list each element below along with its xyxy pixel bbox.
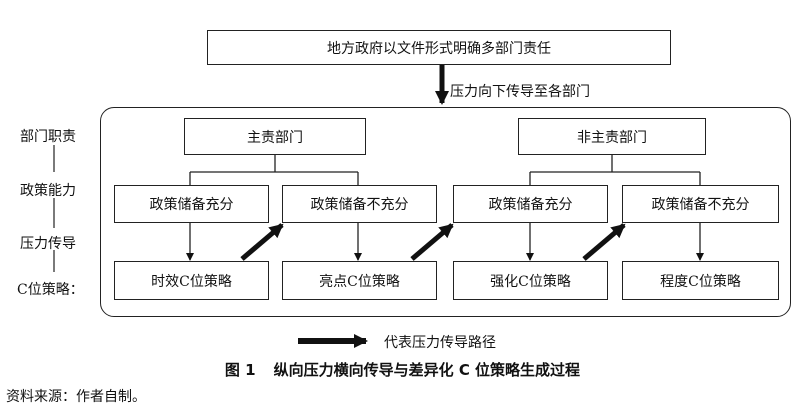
legend-label: 代表压力传导路径 [384, 335, 496, 351]
capacity-box-c: 政策储备充分 [453, 185, 608, 223]
row-label-capacity: 政策能力 [20, 183, 76, 199]
row-label-duty: 部门职责 [20, 129, 76, 145]
strategy-box-b: 亮点C位策略 [282, 261, 437, 300]
main-dept-box: 主责部门 [184, 118, 366, 155]
figure-caption: 图 1 纵向压力横向传导与差异化 C 位策略生成过程 [0, 359, 805, 380]
strategy-box-c: 强化C位策略 [453, 261, 608, 300]
pressure-arrow-3 [582, 223, 626, 261]
source-note: 资料来源：作者自制。 [6, 389, 146, 405]
capacity-box-d: 政策储备不充分 [622, 185, 779, 223]
row-label-pressure: 压力传导 [20, 236, 76, 252]
strategy-box-d: 程度C位策略 [622, 261, 779, 300]
main-dept-tree [189, 155, 359, 185]
non-main-dept-tree [529, 155, 701, 185]
non-main-dept-box: 非主责部门 [518, 118, 706, 155]
figure-number: 图 1 [224, 361, 256, 379]
top-box: 地方政府以文件形式明确多部门责任 [207, 30, 671, 65]
strategy-box-a: 时效C位策略 [114, 261, 269, 300]
capacity-box-a: 政策储备充分 [114, 185, 269, 223]
figure-title: 纵向压力横向传导与差异化 C 位策略生成过程 [273, 361, 581, 379]
pressure-arrow-2 [410, 223, 454, 261]
capacity-box-b: 政策储备不充分 [282, 185, 437, 223]
row-label-strategy: C位策略： [17, 282, 84, 298]
pressure-arrow-1 [240, 223, 284, 261]
process-frame [100, 107, 791, 317]
pressure-label: 压力向下传导至各部门 [450, 84, 590, 100]
